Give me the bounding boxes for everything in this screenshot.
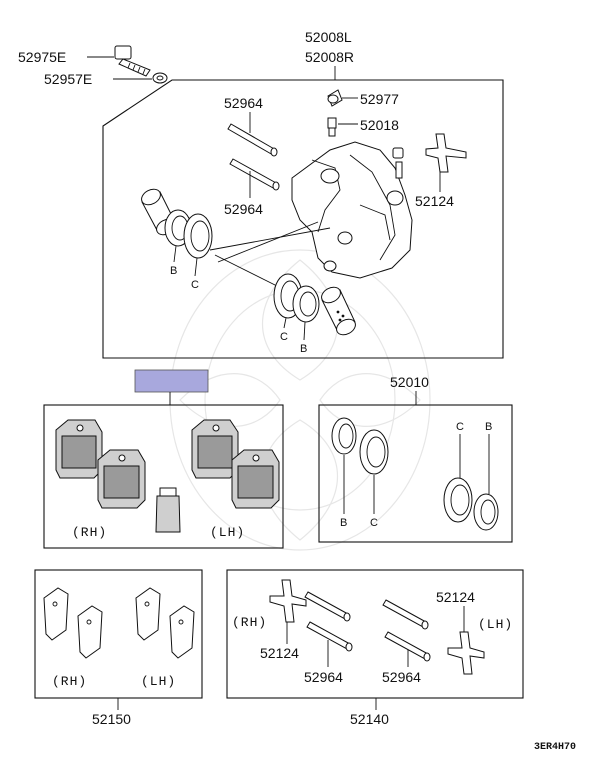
letter-C-right: C [280,331,288,343]
dust-boot-left-C[interactable] [183,213,213,259]
pin-lh-lower[interactable] [384,631,431,662]
callout-52977: 52977 [360,91,399,107]
letter-C-kit-right: C [456,421,464,433]
callout-52008L: 52008L [305,29,352,45]
guide-pin-lower[interactable] [229,158,280,191]
seal-kit-box [318,404,513,543]
pin-rh-upper[interactable] [304,591,351,622]
shim-rh-2[interactable] [77,605,103,659]
brake-pad-rh-rear[interactable] [97,449,146,509]
shims-rh-label: (RH) [52,674,87,689]
piston-seal-right-B[interactable] [292,285,320,323]
callout-52018: 52018 [360,117,399,133]
letter-C-kit-left: C [370,517,378,529]
clip-rh[interactable] [269,579,307,623]
callout-52964-kit-rh: 52964 [304,669,343,685]
callout-52124-kit-lh: 52124 [436,589,475,605]
callout-52008R: 52008R [305,49,354,65]
guide-pin-upper[interactable] [227,123,278,157]
callout-52010: 52010 [390,374,429,390]
callout-52140: 52140 [350,711,389,727]
shims-lh-label: (LH) [141,674,176,689]
callout-52964-upper: 52964 [224,95,263,111]
brake-pad-lh-rear[interactable] [231,449,280,509]
seal-kit-ring-B-right[interactable] [473,493,499,531]
callout-52124-upper: 52124 [415,193,454,209]
pin-rh-lower[interactable] [306,621,353,652]
callout-52957E: 52957E [44,71,92,87]
brake-pad-rh-front[interactable] [55,419,103,479]
piston-right[interactable] [319,284,358,338]
callout-52124-kit-rh: 52124 [260,645,299,661]
clip-lh[interactable] [447,631,485,675]
pads-lh-label: (LH) [210,525,245,540]
bleeder-cap-52977[interactable] [327,89,343,107]
bolt-52975E[interactable] [114,45,151,77]
anti-rattle-clip-upper[interactable] [425,133,467,173]
pin-lh-upper[interactable] [382,599,429,630]
letter-B-kit-right: B [485,421,492,433]
kit-rh-label: (RH) [232,615,267,630]
bleeder-screw-52018[interactable] [327,117,337,137]
diagram-code: 3ER4H70 [534,742,576,753]
seal-kit-ring-B-left[interactable] [331,417,357,455]
letter-B-kit-left: B [340,517,347,529]
washer-52957E[interactable] [152,72,168,84]
letter-B-right: B [300,343,307,355]
shim-box [34,569,203,699]
seal-kit-boot-C-left[interactable] [359,429,389,475]
letter-C-left: C [191,279,199,291]
callout-52964-kit-lh: 52964 [382,669,421,685]
shim-lh-2[interactable] [169,605,195,659]
selected-part-highlight[interactable] [134,369,209,393]
caliper-body[interactable] [291,141,413,279]
seal-kit-boot-C-right[interactable] [443,477,473,523]
letter-B-left: B [170,265,177,277]
brake-pad-box [43,404,284,549]
shim-rh-1[interactable] [43,587,69,641]
callout-52150: 52150 [92,711,131,727]
pads-rh-label: (RH) [72,525,107,540]
callout-52975E: 52975E [18,49,66,65]
kit-lh-label: (LH) [478,617,513,632]
caliper-assembly-box [102,79,504,359]
grease-tube[interactable] [155,487,181,533]
brake-pad-lh-front[interactable] [191,419,239,479]
callout-52964-lower: 52964 [224,201,263,217]
hardware-kit-box [226,569,524,699]
shim-lh-1[interactable] [135,587,161,641]
